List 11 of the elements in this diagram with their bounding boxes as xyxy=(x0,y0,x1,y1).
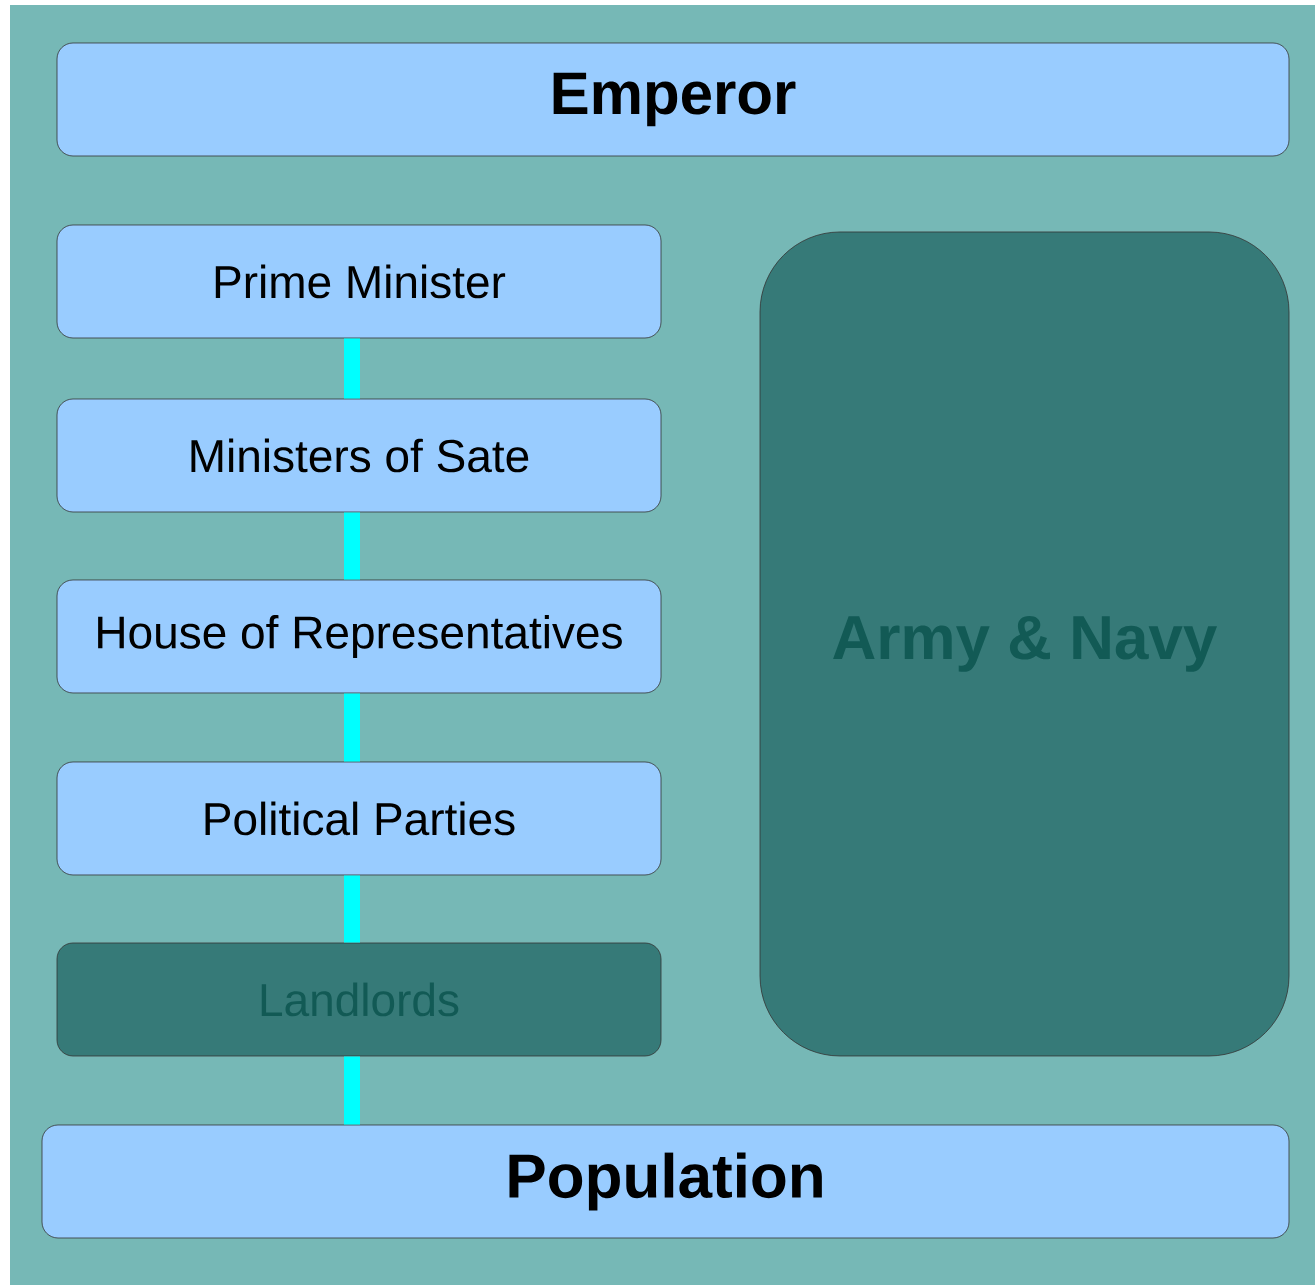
connector-line xyxy=(344,693,360,762)
connector-line xyxy=(344,875,360,943)
rounded-box: Prime Minister xyxy=(56,224,662,339)
connector-line xyxy=(344,1056,360,1125)
rounded-box: House of Representatives xyxy=(56,579,662,694)
connector-line xyxy=(344,338,360,399)
rounded-box: Population xyxy=(41,1124,1290,1239)
rounded-box: Ministers of Sate xyxy=(56,398,662,513)
rounded-box: Political Parties xyxy=(56,761,662,876)
connector-line xyxy=(344,512,360,580)
rounded-box: Emperor xyxy=(56,42,1290,157)
